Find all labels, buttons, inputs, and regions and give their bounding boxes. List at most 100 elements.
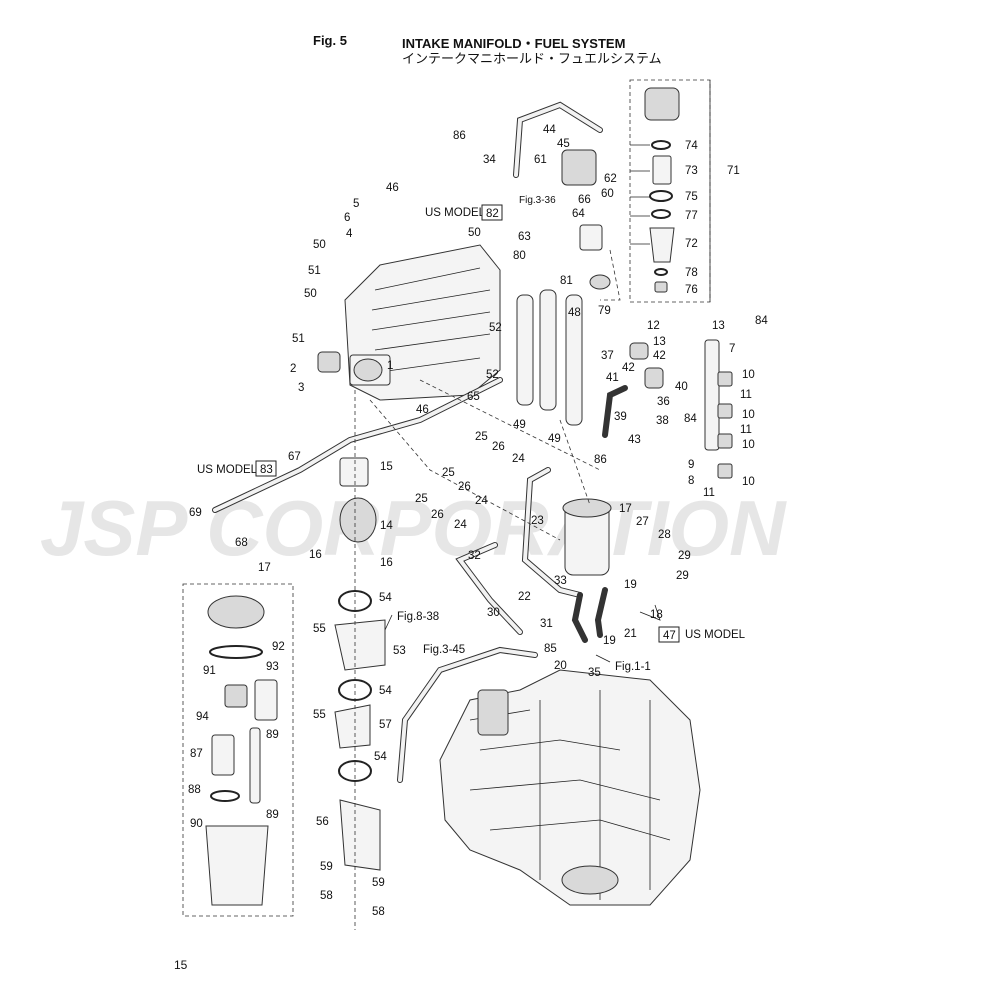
callout: 28 (658, 529, 671, 541)
callout: 25 (442, 467, 455, 479)
hoses (212, 101, 628, 783)
callout: 50 (313, 239, 326, 251)
callout: 59 (320, 861, 333, 873)
callout: 30 (487, 607, 500, 619)
callout: 50 (468, 227, 481, 239)
callout: 59 (372, 877, 385, 889)
callout: 39 (614, 411, 627, 423)
callout: 64 (572, 208, 585, 220)
callout: 18 (650, 609, 663, 621)
callout: 84 (684, 413, 697, 425)
callout: 72 (685, 238, 698, 250)
callout: 67 (288, 451, 301, 463)
callout: 26 (492, 441, 505, 453)
callout: 49 (548, 433, 561, 445)
callout: 5 (353, 198, 359, 210)
callout: 35 (588, 667, 601, 679)
callout: 51 (308, 265, 321, 277)
fig-ref: Fig.8-38 (397, 611, 439, 623)
callout: 93 (266, 661, 279, 673)
callout: 37 (601, 350, 614, 362)
filter-assembly (644, 87, 680, 293)
callout: 21 (624, 628, 637, 640)
callout: 4 (346, 228, 353, 240)
callout: 48 (568, 307, 581, 319)
callout: 20 (554, 660, 567, 672)
callout: 15 (380, 461, 393, 473)
callout: 11 (703, 487, 715, 499)
callout: 81 (560, 275, 573, 287)
callout: 32 (468, 550, 481, 562)
callout: 17 (258, 562, 271, 574)
fig-ref: Fig.1-1 (615, 661, 651, 673)
fig-ref: Fig.3-45 (423, 644, 465, 656)
callout: 52 (486, 369, 499, 381)
callout: 10 (742, 439, 755, 451)
svg-text:US MODEL: US MODEL (685, 629, 746, 641)
callout: 75 (685, 191, 698, 203)
throttle-parts (317, 351, 386, 871)
callout: 44 (543, 124, 556, 136)
callout: 84 (755, 315, 768, 327)
callout: 19 (624, 579, 637, 591)
callout: 24 (475, 495, 488, 507)
callout: 46 (386, 182, 399, 194)
svg-text:US MODEL: US MODEL (425, 207, 486, 219)
callout: 3 (298, 382, 304, 394)
callout: 17 (619, 503, 632, 515)
vapor-separator (562, 498, 612, 576)
callout: 10 (742, 369, 755, 381)
callout: 29 (678, 550, 691, 562)
fuel-pump-group-box (182, 583, 294, 917)
callout: 55 (313, 623, 326, 635)
callout: 57 (379, 719, 392, 731)
high-pressure-pump (561, 149, 611, 290)
callout: 69 (189, 507, 202, 519)
callout: 89 (266, 809, 279, 821)
page-number: 15 (174, 958, 188, 972)
leader-lines (354, 80, 711, 930)
callout: 25 (475, 431, 488, 443)
callout: 61 (534, 154, 547, 166)
callout: 89 (266, 729, 279, 741)
callout: 52 (489, 322, 502, 334)
callout: 12 (647, 320, 660, 332)
svg-text:US MODEL: US MODEL (197, 464, 258, 476)
callout: 54 (379, 685, 392, 697)
callout: 56 (316, 816, 329, 828)
callout: 68 (235, 537, 248, 549)
callout: 45 (557, 138, 570, 150)
callout: 13 (653, 336, 666, 348)
callout: 34 (483, 154, 496, 166)
callout: 87 (190, 748, 203, 760)
manifold-gaskets (516, 289, 583, 426)
diagram-title-japanese: インテークマニホールド・フュエルシステム (402, 51, 662, 66)
callout: 86 (453, 130, 466, 142)
callout: 2 (290, 363, 296, 375)
callout: 58 (320, 890, 333, 902)
callout: 7 (729, 343, 735, 355)
callout: 79 (598, 305, 611, 317)
callout: 13 (712, 320, 725, 332)
callout: 25 (415, 493, 428, 505)
fig-ref: Fig.3-36 (519, 195, 556, 206)
watermark: JSP CORPORATION (40, 484, 787, 572)
callout: 10 (742, 476, 755, 488)
callout: 9 (688, 459, 694, 471)
callout: 73 (685, 165, 698, 177)
engine-block (439, 669, 701, 906)
callout: 1 (387, 360, 393, 372)
callout: 14 (380, 520, 393, 532)
figure-arrows (384, 614, 611, 663)
callout: 24 (454, 519, 467, 531)
svg-text:82: 82 (486, 208, 499, 220)
callout: 88 (188, 784, 201, 796)
callout: 76 (685, 284, 698, 296)
callout: 26 (431, 509, 444, 521)
callout: 94 (196, 711, 209, 723)
callout: 43 (628, 434, 641, 446)
callout: 24 (512, 453, 525, 465)
figure-number: Fig. 5 (313, 33, 347, 48)
